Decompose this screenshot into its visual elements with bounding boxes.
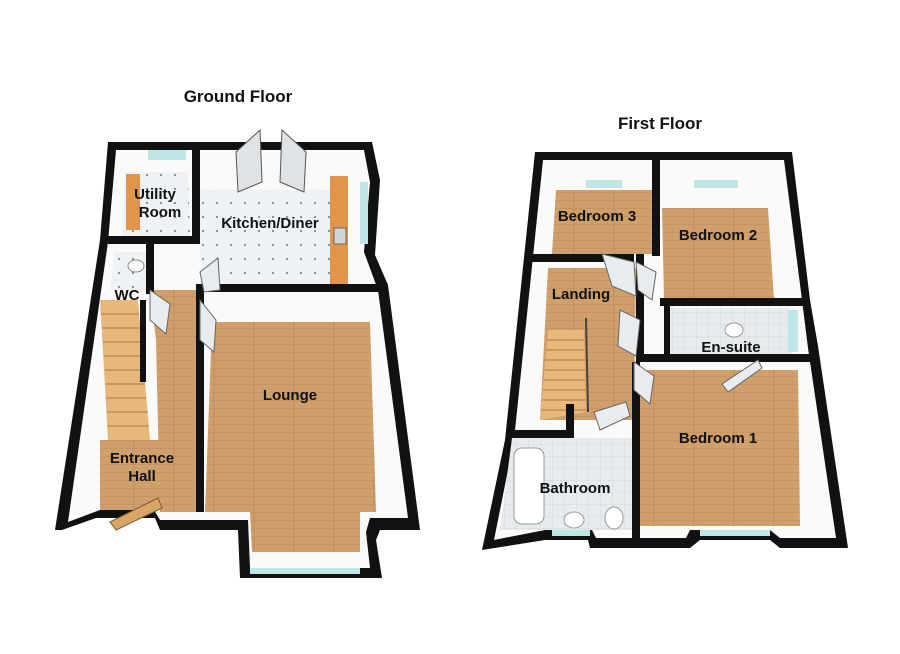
en-suite-basin-icon bbox=[724, 322, 744, 338]
wc-floor bbox=[110, 252, 150, 290]
ground-floor-internal-walls bbox=[108, 150, 380, 512]
bathroom-basin-icon bbox=[563, 511, 585, 529]
entrance-hall-lower-floor bbox=[100, 440, 160, 510]
room-label-bedroom-3: Bedroom 3 bbox=[558, 208, 636, 225]
room-label-bedroom-1: Bedroom 1 bbox=[679, 430, 757, 447]
lounge-bay-floor bbox=[250, 512, 360, 552]
first-floor-windows bbox=[552, 180, 798, 536]
room-label-kitchen-diner: Kitchen/Diner bbox=[221, 215, 319, 232]
first-floor-internal-walls bbox=[508, 156, 816, 538]
wc-toilet-icon bbox=[127, 259, 145, 273]
bath-icon bbox=[513, 447, 545, 525]
ground-floor-windows bbox=[148, 150, 368, 574]
entrance-hall-floor bbox=[150, 290, 200, 512]
room-label-bedroom-2: Bedroom 2 bbox=[679, 227, 757, 244]
first-floor-doors bbox=[593, 253, 763, 431]
first-floor-plan: First Floor bbox=[482, 114, 848, 550]
room-label-en-suite: En-suite bbox=[701, 339, 760, 356]
first-floor-stairs bbox=[540, 317, 589, 420]
ground-floor-stairs bbox=[100, 300, 150, 440]
room-label-bathroom: Bathroom bbox=[540, 480, 611, 497]
bedroom-3-floor bbox=[552, 190, 652, 254]
bedroom-1-floor bbox=[640, 370, 800, 526]
room-label-entrance: Entrance bbox=[110, 450, 174, 467]
lounge-floor bbox=[205, 322, 376, 512]
room-label-wc: WC bbox=[115, 287, 140, 304]
kitchen-french-doors bbox=[235, 128, 307, 193]
room-label-landing: Landing bbox=[552, 286, 610, 303]
bedroom-2-floor bbox=[662, 208, 774, 300]
ground-floor-doors bbox=[149, 257, 221, 354]
room-label-lounge: Lounge bbox=[263, 387, 317, 404]
room-label-utility: Utility bbox=[134, 186, 176, 203]
room-label-utility-line2: Room bbox=[139, 204, 182, 221]
kitchen-diner-floor bbox=[196, 190, 342, 284]
utility-worktop bbox=[126, 174, 140, 230]
front-door bbox=[109, 497, 163, 531]
bathroom-toilet-icon bbox=[604, 506, 624, 530]
ground-floor-title: Ground Floor bbox=[184, 87, 293, 106]
first-floor-title: First Floor bbox=[618, 114, 702, 133]
ground-floor-plan: Ground Floor bbox=[55, 87, 420, 578]
kitchen-sink-icon bbox=[333, 227, 347, 245]
room-label-hall: Hall bbox=[128, 468, 156, 485]
